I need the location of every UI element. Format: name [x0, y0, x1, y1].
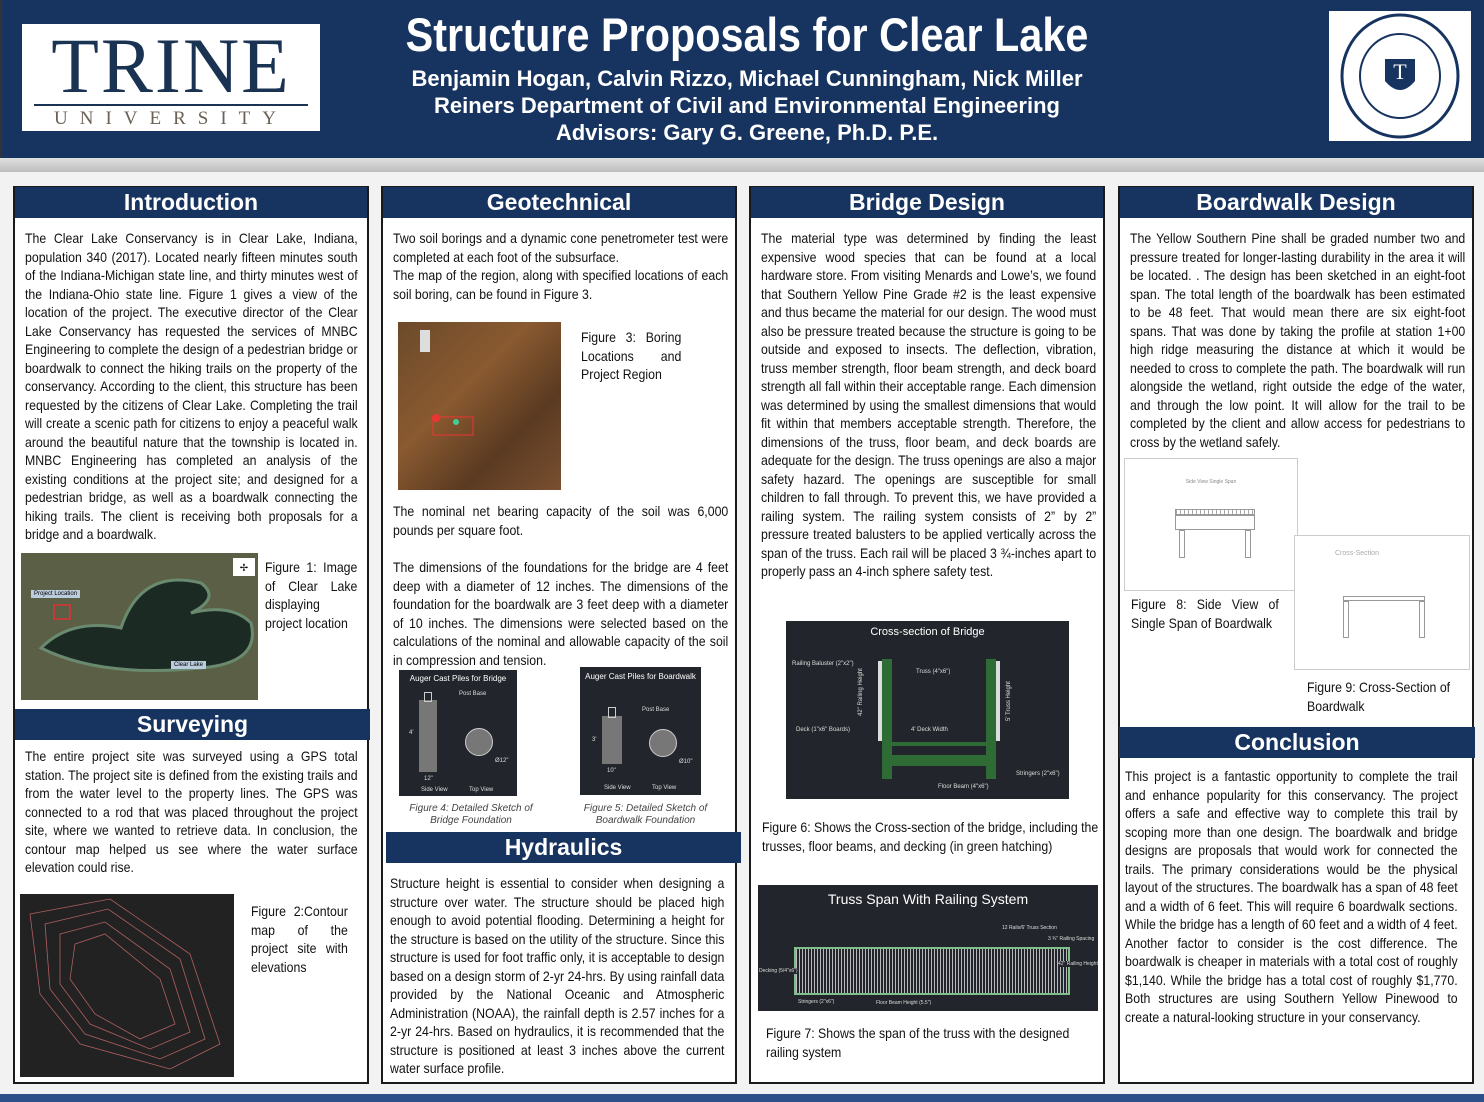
authors: Benjamin Hogan, Calvin Rizzo, Michael Cu… [411, 66, 1083, 91]
figure-3-caption: Figure 3: Boring Locations and Project R… [581, 329, 682, 382]
figure-7-title: Truss Span With Railing System [827, 891, 1029, 907]
figure-2-caption: Figure 2:Contour map of the project site… [251, 903, 348, 975]
figure-8-title: Side View Single Span [1185, 479, 1237, 485]
figure-3-boring-map [398, 322, 561, 490]
depth-label: 3' [592, 737, 597, 743]
poster-header: TRINE UNIVERSITY Structure Proposals for… [0, 0, 1484, 158]
project-location-label: Project Location [31, 590, 81, 598]
floor-beam-label: Floor Beam (4"x6") [938, 784, 989, 790]
railing-baluster-label: Railing Baluster (2"x2") [792, 661, 854, 667]
figure-1-caption: Figure 1: Image of Clear Lake displaying… [265, 559, 358, 631]
figure-4-title: Auger Cast Piles for Bridge [409, 674, 507, 683]
department: Reiners Department of Civil and Environm… [434, 93, 1060, 118]
depth-label: 4' [409, 730, 414, 736]
svg-text:T: T [1393, 59, 1407, 84]
diameter-label: Ø10" [679, 759, 693, 765]
top-view-label: Top View [652, 785, 677, 791]
deck-label: Deck (1"x6" Boards) [796, 727, 850, 733]
post-base-label: Post Base [459, 691, 487, 697]
introduction-heading: Introduction [15, 187, 367, 218]
truss-section-label: 12 Rails/6' Truss Section [1002, 925, 1057, 931]
figure-5-caption: Figure 5: Detailed Sketch of Boardwalk F… [583, 803, 708, 826]
figure-4-caption: Figure 4: Detailed Sketch of Bridge Foun… [409, 803, 533, 826]
university-seal: T [1329, 11, 1471, 141]
top-view-label: Top View [469, 787, 494, 793]
conclusion-text: This project is a fantastic opportunity … [1125, 768, 1458, 1025]
truss-label: Truss (4"x6") [916, 669, 951, 675]
trine-university-logo: TRINE UNIVERSITY [22, 24, 320, 131]
geotechnical-text-4: The dimensions of the foundations for th… [393, 559, 729, 668]
figure-4-bridge-pile-sketch: Auger Cast Piles for Bridge Post Base 4'… [399, 670, 517, 796]
header-divider [0, 158, 1484, 172]
geotechnical-heading: Geotechnical [383, 187, 735, 218]
width-label: 12" [424, 776, 433, 782]
deck-width-label: 4' Deck Width [911, 727, 948, 733]
figure-9-title: Cross-Section [1335, 550, 1379, 557]
floor-beam-height-label: Floor Beam Height (5.5") [876, 1000, 932, 1006]
figure-9-caption: Figure 9: Cross-Section of Boardwalk [1307, 679, 1451, 714]
truss-height-label: 5' Truss Height [1006, 681, 1012, 721]
figure-5-title: Auger Cast Piles for Boardwalk [585, 672, 696, 681]
bridge-design-heading: Bridge Design [751, 187, 1103, 218]
boardwalk-design-text: The Yellow Southern Pine shall be graded… [1130, 230, 1466, 450]
geotechnical-text-3: The nominal net bearing capacity of the … [393, 503, 729, 538]
conclusion-heading: Conclusion [1119, 727, 1475, 758]
post-base-label: Post Base [642, 707, 670, 713]
surveying-heading: Surveying [15, 709, 370, 740]
geotechnical-text-1: Two soil borings and a dynamic cone pene… [393, 230, 729, 265]
side-view-label: Side View [604, 785, 631, 791]
diameter-label: Ø12" [495, 758, 509, 764]
side-view-label: Side View [421, 787, 448, 793]
railing-spacing-label: 3 ¾" Railing Spacing [1048, 936, 1095, 942]
figure-8-boardwalk-side-view: Side View Single Span [1124, 458, 1298, 591]
decking-label: Decking (5/4"x6") [759, 968, 798, 974]
figure-1-lake-map: ✢ Project Location Clear Lake [21, 553, 258, 700]
figure-2-contour-map [20, 894, 234, 1077]
footer-bar [0, 1094, 1484, 1102]
advisors: Advisors: Gary G. Greene, Ph.D. P.E. [555, 120, 939, 145]
figure-6-bridge-cross-section: Cross-section of Bridge Railing Baluster… [786, 621, 1069, 799]
figure-6-title: Cross-section of Bridge [870, 626, 985, 638]
figure-9-boardwalk-cross-section: Cross-Section [1294, 535, 1470, 670]
geotechnical-text-2: The map of the region, along with specif… [393, 267, 729, 302]
figure-7-truss-span: Truss Span With Railing System 12 Rails/… [758, 885, 1098, 1011]
surveying-text: The entire project site was surveyed usi… [25, 748, 358, 875]
stringers-label: Stringers (2"x6") [1016, 771, 1060, 777]
bridge-design-text: The material type was determined by find… [761, 230, 1097, 579]
stringers-label: Stringers (2"x6") [798, 999, 835, 1005]
figure-8-caption: Figure 8: Side View of Single Span of Bo… [1131, 596, 1279, 631]
width-label: 10" [607, 768, 616, 774]
poster-title: Structure Proposals for Clear Lake [405, 8, 1089, 61]
figure-5-boardwalk-pile-sketch: Auger Cast Piles for Boardwalk Post Base… [580, 667, 701, 795]
figure-7-caption: Figure 7: Shows the span of the truss wi… [766, 1025, 1070, 1060]
figure-6-caption: Figure 6: Shows the Cross-section of the… [762, 819, 1099, 854]
railing-height-label: 42" Railing Height [1058, 961, 1098, 967]
railing-height-label: 42" Railing Height [858, 668, 864, 716]
clear-lake-label: Clear Lake [171, 661, 207, 669]
logo-subtitle: UNIVERSITY [54, 108, 288, 129]
introduction-text: The Clear Lake Conservancy is in Clear L… [25, 230, 358, 542]
hydraulics-heading: Hydraulics [386, 832, 741, 863]
boardwalk-design-heading: Boardwalk Design [1120, 187, 1472, 218]
hydraulics-text: Structure height is essential to conside… [390, 875, 725, 1076]
logo-wordmark: TRINE [51, 22, 291, 109]
svg-text:✢: ✢ [240, 563, 248, 574]
